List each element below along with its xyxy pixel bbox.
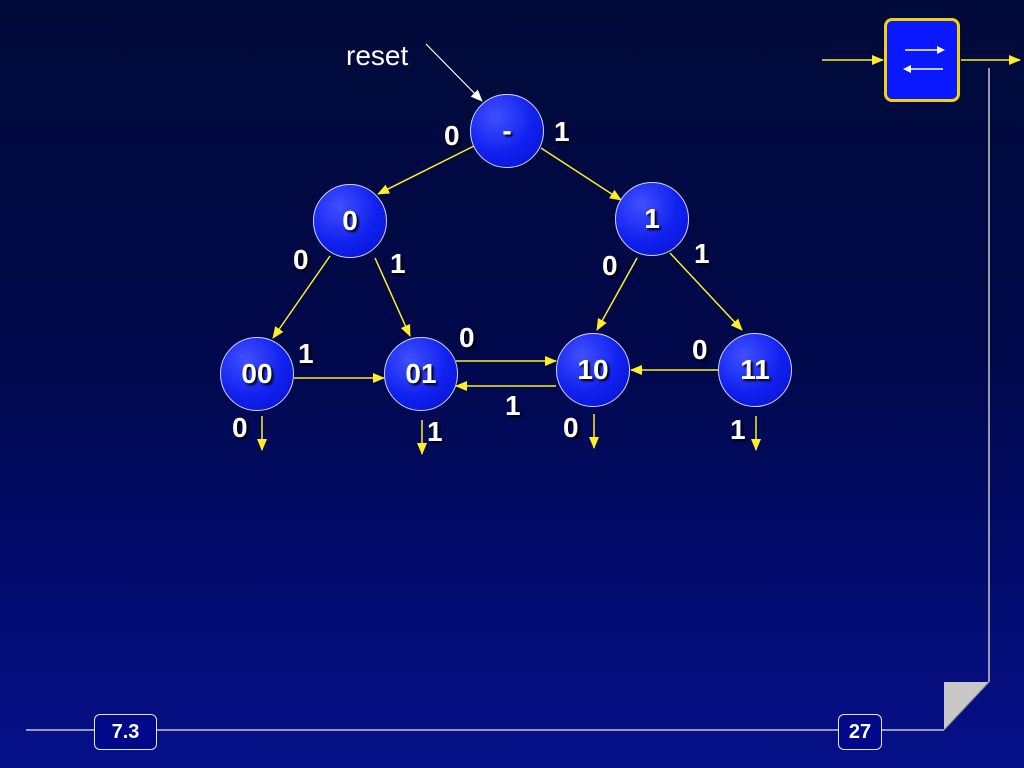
section-number: 7.3 — [94, 714, 157, 750]
edge-label-1-11: 1 — [694, 238, 710, 269]
output-label-10: 0 — [563, 412, 579, 443]
edge-1-10 — [596, 257, 638, 331]
edge-label-1-10: 0 — [602, 250, 618, 281]
state-node-01: 01 — [384, 337, 458, 411]
edge-label-01-10: 0 — [459, 322, 475, 353]
state-node-root: - — [470, 94, 544, 168]
transition-arrows — [257, 145, 761, 455]
slide-frame — [26, 68, 990, 731]
edge-0-00 — [272, 255, 331, 339]
edge-label-00-01: 1 — [298, 338, 314, 369]
edge-label-root-0: 0 — [444, 120, 460, 151]
edge-1-11 — [669, 252, 743, 331]
state-node-11: 11 — [718, 333, 792, 407]
edge-label-root-1: 1 — [554, 116, 570, 147]
fsm-transfer-icon — [884, 18, 960, 102]
edge-root-1 — [540, 147, 622, 201]
state-node-1: 1 — [615, 182, 689, 256]
edge-label-0-00: 0 — [293, 244, 309, 275]
edge-label-11-10: 0 — [692, 334, 708, 365]
state-node-0: 0 — [313, 184, 387, 258]
output-label-01: 1 — [427, 416, 443, 447]
reset-arrow — [425, 43, 483, 102]
edge-0-01 — [374, 257, 411, 337]
state-node-10: 10 — [556, 333, 630, 407]
page-number: 27 — [838, 714, 882, 750]
edge-label-10-01: 1 — [505, 390, 521, 421]
edge-label-0-01: 1 — [390, 248, 406, 279]
fsm-icon-glyph — [903, 46, 945, 73]
edge-root-0 — [377, 145, 475, 195]
output-label-00: 0 — [232, 412, 248, 443]
state-node-00: 00 — [220, 337, 294, 411]
reset-label: reset — [346, 40, 409, 71]
output-label-11: 1 — [730, 414, 746, 445]
page-curl-icon — [943, 681, 990, 731]
